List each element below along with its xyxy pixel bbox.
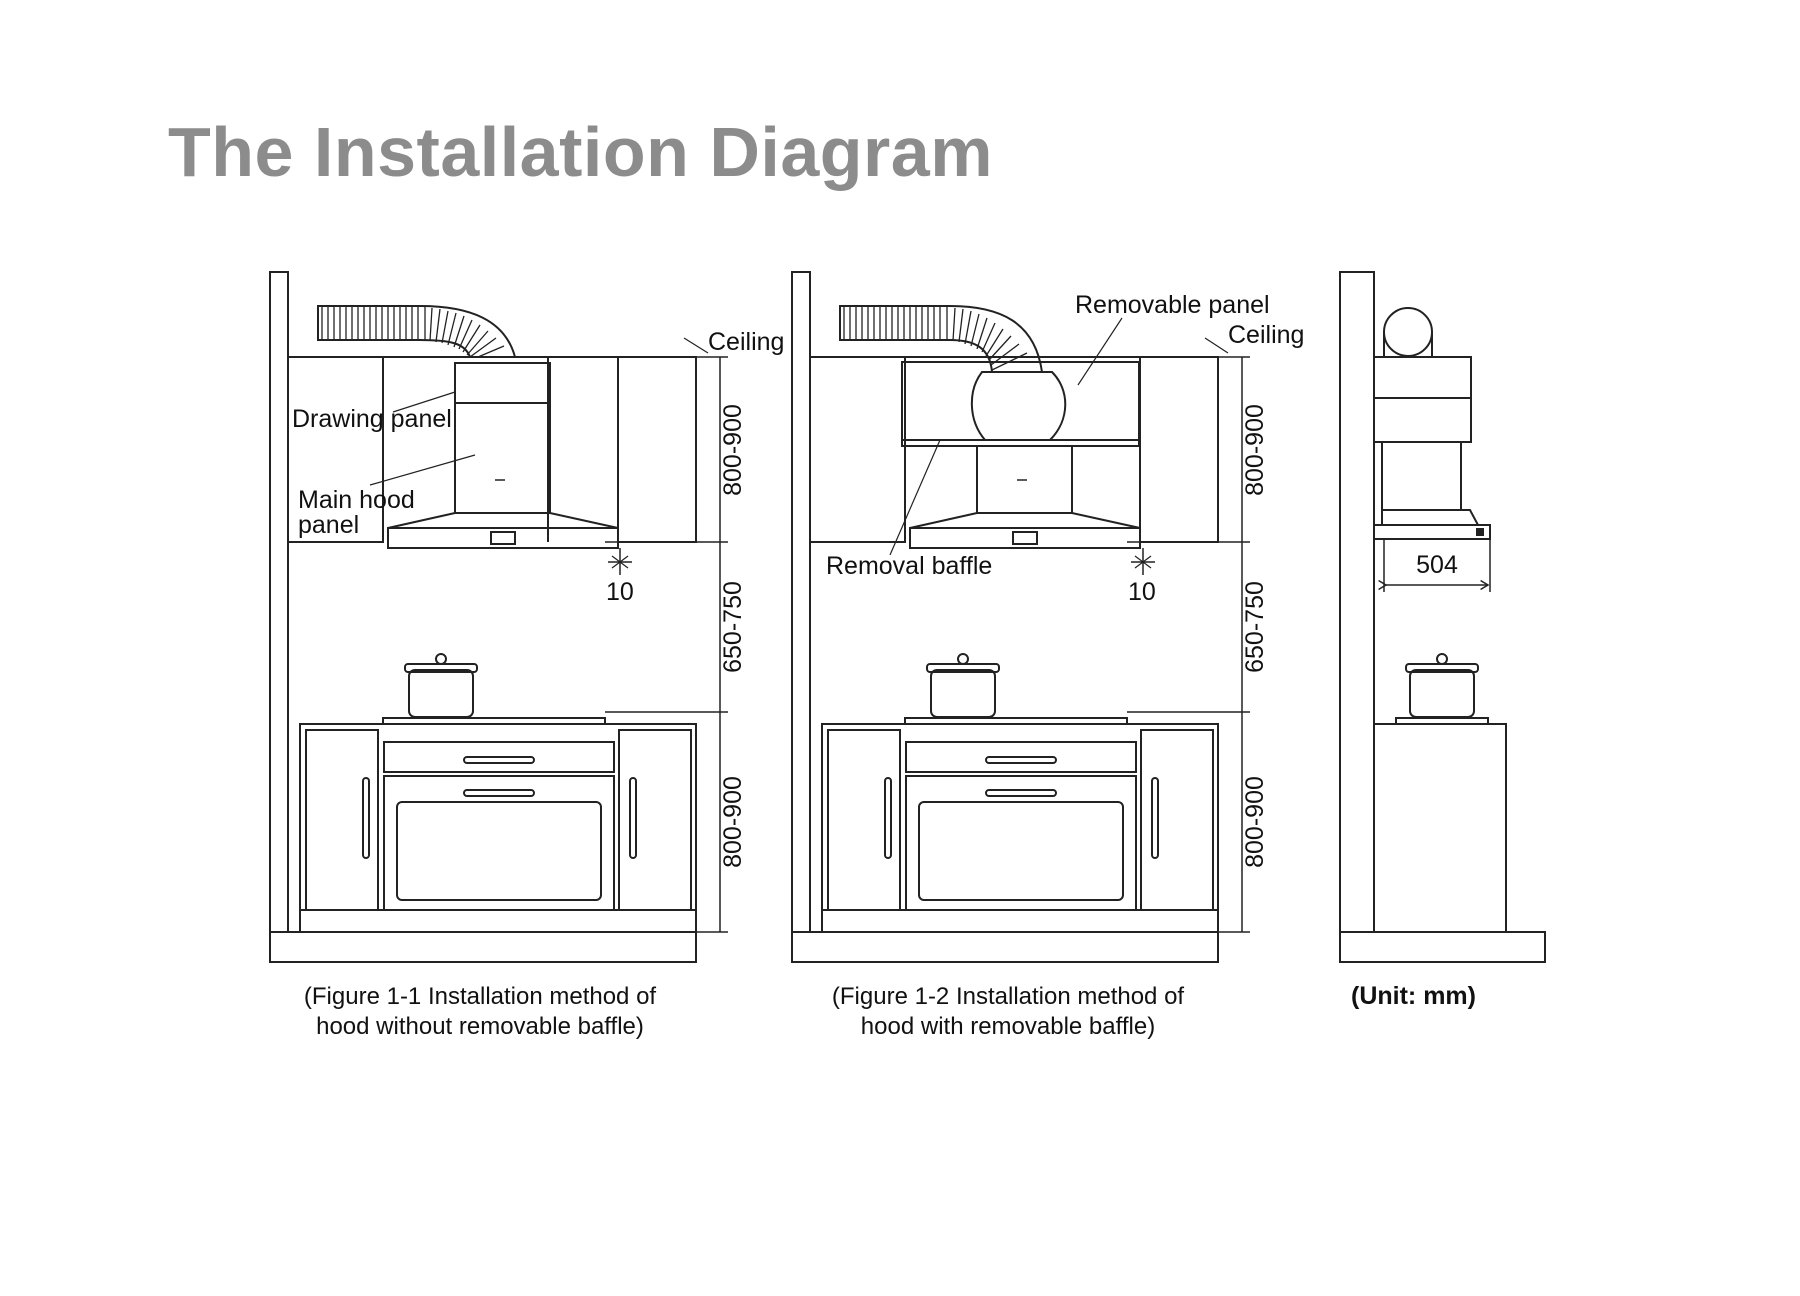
upper-cabinet-right xyxy=(617,356,697,543)
cooking-pot xyxy=(1409,669,1475,718)
drawer xyxy=(905,741,1137,773)
cooking-pot xyxy=(930,669,996,718)
gap-dimension: 10 xyxy=(1128,578,1156,606)
drawing-panel-label: Drawing panel xyxy=(292,405,452,433)
hood-base xyxy=(909,527,1141,549)
upper-cabinet-right xyxy=(1139,356,1219,543)
side-view xyxy=(1339,271,1546,963)
main-hood-panel xyxy=(454,402,551,514)
duct-adapter xyxy=(970,371,1067,441)
duct-end xyxy=(1383,307,1433,357)
middle-dimension: 650-750 xyxy=(1241,581,1269,673)
figure-1-1 xyxy=(269,271,728,963)
depth-dimension: 504 xyxy=(1416,551,1458,579)
base-cabinet-side xyxy=(1373,723,1507,933)
duct-ribbing xyxy=(321,307,505,358)
dimension-lines xyxy=(605,356,728,933)
wall xyxy=(269,271,289,933)
exhaust-duct xyxy=(317,305,517,358)
floor xyxy=(1339,931,1546,963)
main-hood-panel-label-2: panel xyxy=(298,511,359,539)
gap-dimension: 10 xyxy=(606,578,634,606)
wall xyxy=(791,271,811,933)
cabinet-door-left xyxy=(305,729,379,911)
floor xyxy=(791,931,1219,963)
upper-cabinet-side xyxy=(1373,356,1472,443)
lower-dimension: 800-900 xyxy=(719,776,747,868)
drawer-handle xyxy=(463,756,535,764)
drawer-handle xyxy=(985,756,1057,764)
figure-caption-2: (Figure 1-2 Installation method of xyxy=(832,983,1185,1010)
oven-handle xyxy=(463,789,535,797)
ceiling-label: Ceiling xyxy=(708,328,784,356)
unit-note: (Unit: mm) xyxy=(1351,982,1476,1010)
figure-caption-1: (Figure 1-1 Installation method of xyxy=(304,983,657,1010)
hood-side xyxy=(1381,441,1462,511)
removal-baffle-label: Removal baffle xyxy=(826,552,992,580)
dimension-lines xyxy=(1127,356,1250,933)
cabinet-door-left xyxy=(827,729,901,911)
oven-handle xyxy=(985,789,1057,797)
middle-dimension: 650-750 xyxy=(719,581,747,673)
removable-panel-label: Removable panel xyxy=(1075,291,1270,319)
base-cabinet xyxy=(299,723,697,933)
wall xyxy=(1339,271,1375,933)
leader-lines xyxy=(369,337,709,486)
figure-caption-1-line2: hood without removable baffle) xyxy=(316,1013,644,1040)
upper-cabinet-left xyxy=(809,356,906,543)
hood-canopy xyxy=(387,512,619,529)
hood-canopy xyxy=(909,512,1141,529)
drawing-panel xyxy=(454,362,551,404)
upper-dimension: 800-900 xyxy=(719,404,747,496)
hood-control-panel xyxy=(490,531,516,545)
lower-dimension: 800-900 xyxy=(1241,776,1269,868)
hood-base-side xyxy=(1373,524,1491,540)
hood-control-panel xyxy=(1012,531,1038,545)
duct-ribbing xyxy=(843,307,1028,371)
cooking-pot xyxy=(408,669,474,718)
upper-cabinet-left xyxy=(287,356,384,543)
upper-dimension: 800-900 xyxy=(1241,404,1269,496)
figure-1-2 xyxy=(791,271,1250,963)
removable-panel xyxy=(901,361,1140,441)
main-hood-panel-label: Main hood xyxy=(298,486,415,514)
figure-caption-2-line2: hood with removable baffle) xyxy=(861,1013,1155,1040)
leader-lines xyxy=(889,317,1229,556)
ceiling-label: Ceiling xyxy=(1228,321,1304,349)
drawer xyxy=(383,741,615,773)
hood-canopy-side xyxy=(1381,509,1480,526)
floor xyxy=(269,931,697,963)
base-cabinet xyxy=(821,723,1219,933)
page-title: The Installation Diagram xyxy=(168,113,993,191)
